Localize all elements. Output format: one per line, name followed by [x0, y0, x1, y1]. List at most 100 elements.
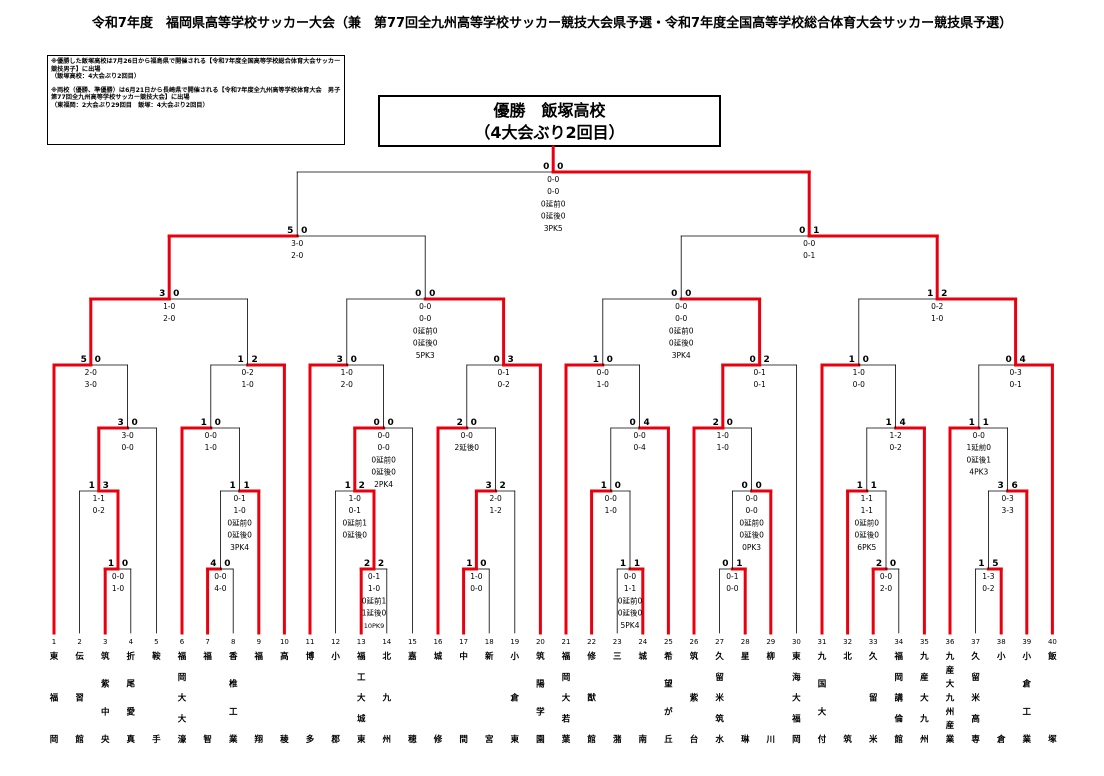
match-detail: 0-0	[377, 431, 389, 440]
team-number: 8	[231, 638, 235, 646]
match-detail: 1延前0	[967, 442, 992, 452]
match-detail: 1-1	[861, 506, 873, 515]
team-name-char: 福	[561, 651, 571, 662]
match-detail: 0-0	[419, 302, 431, 311]
match-detail: 3-0	[121, 431, 133, 440]
match-detail: 1-0	[717, 431, 729, 440]
team-name-char: 伝	[75, 651, 84, 662]
team-name-char: 修	[433, 734, 443, 745]
team-number: 38	[997, 638, 1006, 646]
match-detail: 1-1	[861, 494, 873, 503]
team-name-char: 大	[357, 693, 366, 704]
match-score: 0	[373, 418, 379, 428]
team-name-char: 宮	[485, 734, 494, 745]
match-detail: 0延後0	[669, 338, 694, 348]
team-number: 14	[382, 638, 391, 646]
match-detail: 0-0	[470, 584, 482, 593]
match-score: 0	[615, 481, 621, 491]
team-name-char: 筑	[843, 734, 852, 745]
team-number: 34	[894, 638, 903, 646]
team-number: 11	[306, 638, 315, 646]
match-score: 3	[103, 481, 109, 491]
match-detail: 0-2	[241, 368, 253, 377]
match-score: 0	[301, 226, 307, 236]
match-score: 0	[799, 226, 805, 236]
match-detail: 0延前0	[371, 454, 396, 464]
team-name-char: 東	[357, 734, 366, 745]
team-name-char: 葉	[561, 734, 571, 745]
team-number: 31	[818, 638, 827, 646]
match-detail: 1-0	[597, 380, 609, 389]
team-name-char: 業	[945, 734, 955, 745]
team-name-char: 央	[101, 734, 110, 745]
match-detail: 1-2	[489, 506, 501, 515]
match-detail: 5PK3	[416, 351, 435, 360]
team-name-char: 猷	[587, 693, 596, 704]
match-score: 2	[251, 355, 257, 365]
team-name-char: 学	[536, 706, 545, 717]
match-detail: 3-0	[291, 239, 303, 248]
team-name-char: 飯	[1047, 651, 1057, 662]
match-score: 0	[224, 559, 230, 569]
team-name-char: 大	[562, 693, 571, 704]
team-name-char: 琳	[741, 734, 750, 745]
team-number: 7	[205, 638, 209, 646]
team-name-char: 塚	[1048, 734, 1057, 745]
match-score: 0	[493, 355, 499, 365]
team-name-char: 九	[382, 693, 392, 704]
match-detail: 1-0	[163, 302, 175, 311]
team-name-char: 星	[741, 651, 750, 662]
team-name-char: 業	[1022, 734, 1032, 745]
team-name-char: が	[664, 706, 673, 717]
match-score: 0	[95, 355, 101, 365]
note-national: ※優勝した飯塚高校は7月26日から福島県で開催される【令和7年度全国高等学校総合…	[51, 58, 341, 81]
match-detail: 2延後0	[455, 442, 480, 452]
team-number: 12	[331, 638, 340, 646]
team-name-char: 園	[536, 735, 545, 745]
match-score: 5	[287, 226, 293, 236]
match-detail: 2-0	[341, 380, 353, 389]
match-score: 1	[927, 289, 933, 299]
team-number: 40	[1048, 638, 1057, 646]
match-detail: 0-0	[624, 572, 636, 581]
match-detail: 0延後0	[541, 211, 566, 221]
team-name-char: 大	[792, 693, 801, 704]
match-score: 4	[899, 418, 905, 428]
team-number: 5	[154, 638, 158, 646]
match-detail: 0-0	[726, 584, 738, 593]
team-name-char: 州	[382, 735, 392, 745]
team-number: 15	[408, 638, 417, 646]
team-name-char: 館	[74, 734, 84, 745]
match-score: 0	[429, 289, 435, 299]
match-score: 0	[749, 355, 755, 365]
match-score: 1	[89, 481, 95, 491]
match-score: 0	[1005, 355, 1011, 365]
team-name-char: 椎	[228, 679, 238, 690]
team-name-char: 丘	[664, 734, 673, 745]
match-detail: 0-0	[121, 443, 133, 452]
team-number: 3	[103, 638, 107, 646]
match-score: 0	[671, 289, 677, 299]
team-number: 22	[587, 638, 596, 646]
team-name-char: 間	[459, 735, 468, 745]
match-detail: 1延後0	[362, 608, 387, 618]
match-score: 2	[713, 418, 719, 428]
match-detail: 1-0	[341, 368, 353, 377]
team-number: 35	[920, 638, 929, 646]
match-score: 3	[117, 418, 123, 428]
team-number: 21	[562, 638, 571, 646]
team-name-char: 穂	[408, 734, 417, 745]
team-number: 37	[971, 638, 980, 646]
match-score: 0	[351, 355, 357, 365]
page-title: 令和7年度 福岡県高等学校サッカー大会（兼 第77回全九州高等学校サッカー競技大…	[91, 16, 1013, 31]
match-score: 1	[108, 559, 114, 569]
match-score: 2	[876, 559, 882, 569]
match-score: 2	[941, 289, 947, 299]
match-detail: 0延後0	[855, 530, 880, 540]
team-name-char: 尾	[126, 680, 136, 690]
match-detail: 0延前0	[413, 325, 438, 335]
match-detail: 0-0	[605, 494, 617, 503]
match-score: 0	[480, 559, 486, 569]
team-name-char: 中	[101, 706, 110, 717]
match-score: 1	[345, 481, 351, 491]
